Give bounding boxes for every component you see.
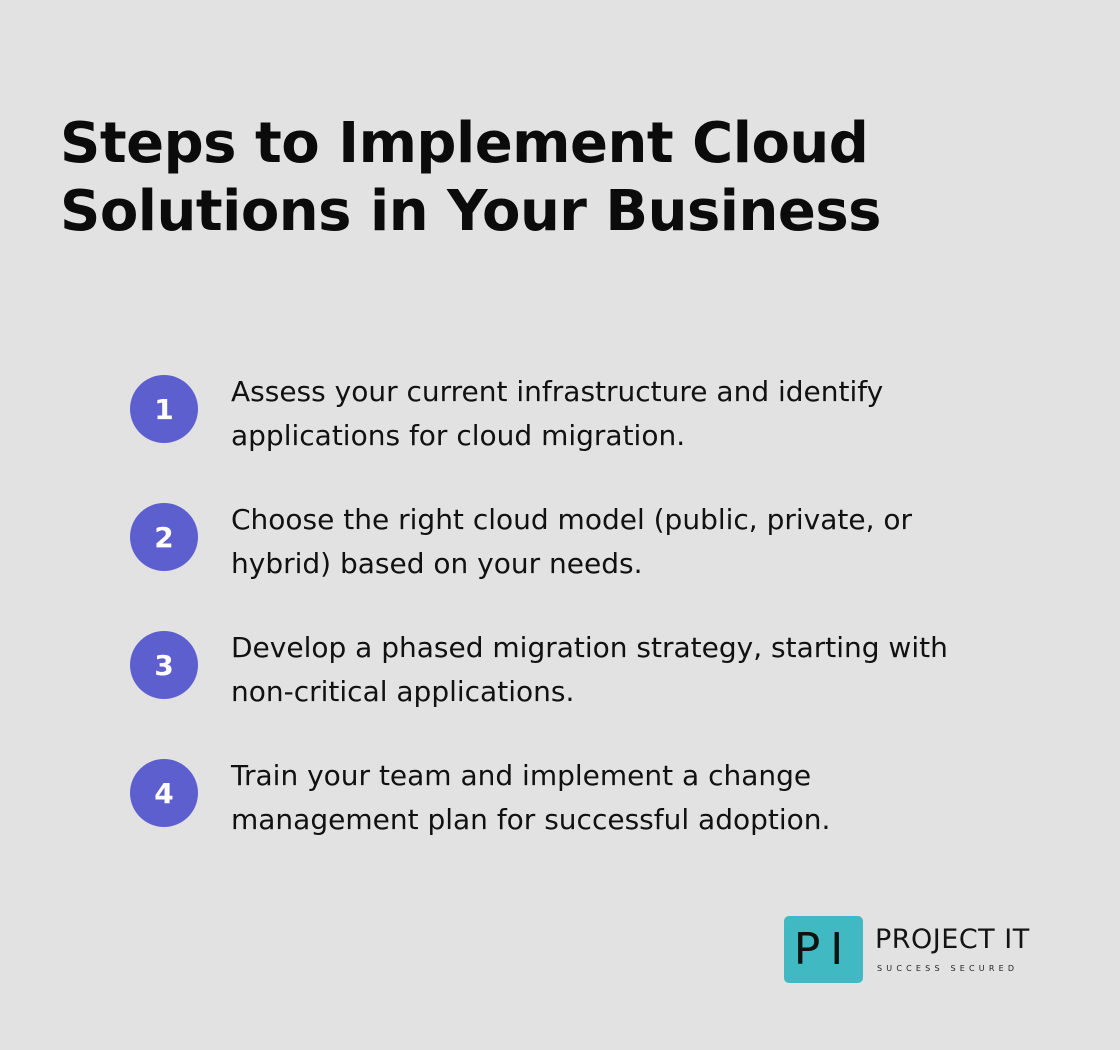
step-text-line: Train your team and implement a change <box>231 759 812 792</box>
step-item: 4 Train your team and implement a change… <box>130 754 1030 844</box>
step-text-line: Assess your current infrastructure and i… <box>231 375 884 408</box>
step-text: Choose the right cloud model (public, pr… <box>231 498 1031 586</box>
logo-mark-icon: PI <box>784 916 863 983</box>
step-number-badge: 3 <box>130 631 198 699</box>
step-text: Develop a phased migration strategy, sta… <box>231 626 1031 714</box>
step-item: 3 Develop a phased migration strategy, s… <box>130 626 1030 716</box>
step-text-line: non-critical applications. <box>231 675 575 708</box>
logo-tagline: SUCCESS SECURED <box>877 964 1019 973</box>
title-line-2: Solutions in Your Business <box>60 179 882 244</box>
step-text-line: hybrid) based on your needs. <box>231 547 643 580</box>
step-text-line: applications for cloud migration. <box>231 419 686 452</box>
step-text-line: Develop a phased migration strategy, sta… <box>231 631 948 664</box>
step-text-line: management plan for successful adoption. <box>231 803 831 836</box>
step-number-badge: 2 <box>130 503 198 571</box>
page-title: Steps to Implement Cloud Solutions in Yo… <box>60 110 1060 246</box>
title-line-1: Steps to Implement Cloud <box>60 111 869 176</box>
step-number-badge: 1 <box>130 375 198 443</box>
step-item: 1 Assess your current infrastructure and… <box>130 370 1030 460</box>
step-text-line: Choose the right cloud model (public, pr… <box>231 503 913 536</box>
step-text: Train your team and implement a change m… <box>231 754 1031 842</box>
step-number-badge: 4 <box>130 759 198 827</box>
brand-logo: PI PROJECT IT SUCCESS SECURED <box>784 916 1064 984</box>
logo-name: PROJECT IT <box>875 924 1030 955</box>
step-text: Assess your current infrastructure and i… <box>231 370 1031 458</box>
step-item: 2 Choose the right cloud model (public, … <box>130 498 1030 588</box>
